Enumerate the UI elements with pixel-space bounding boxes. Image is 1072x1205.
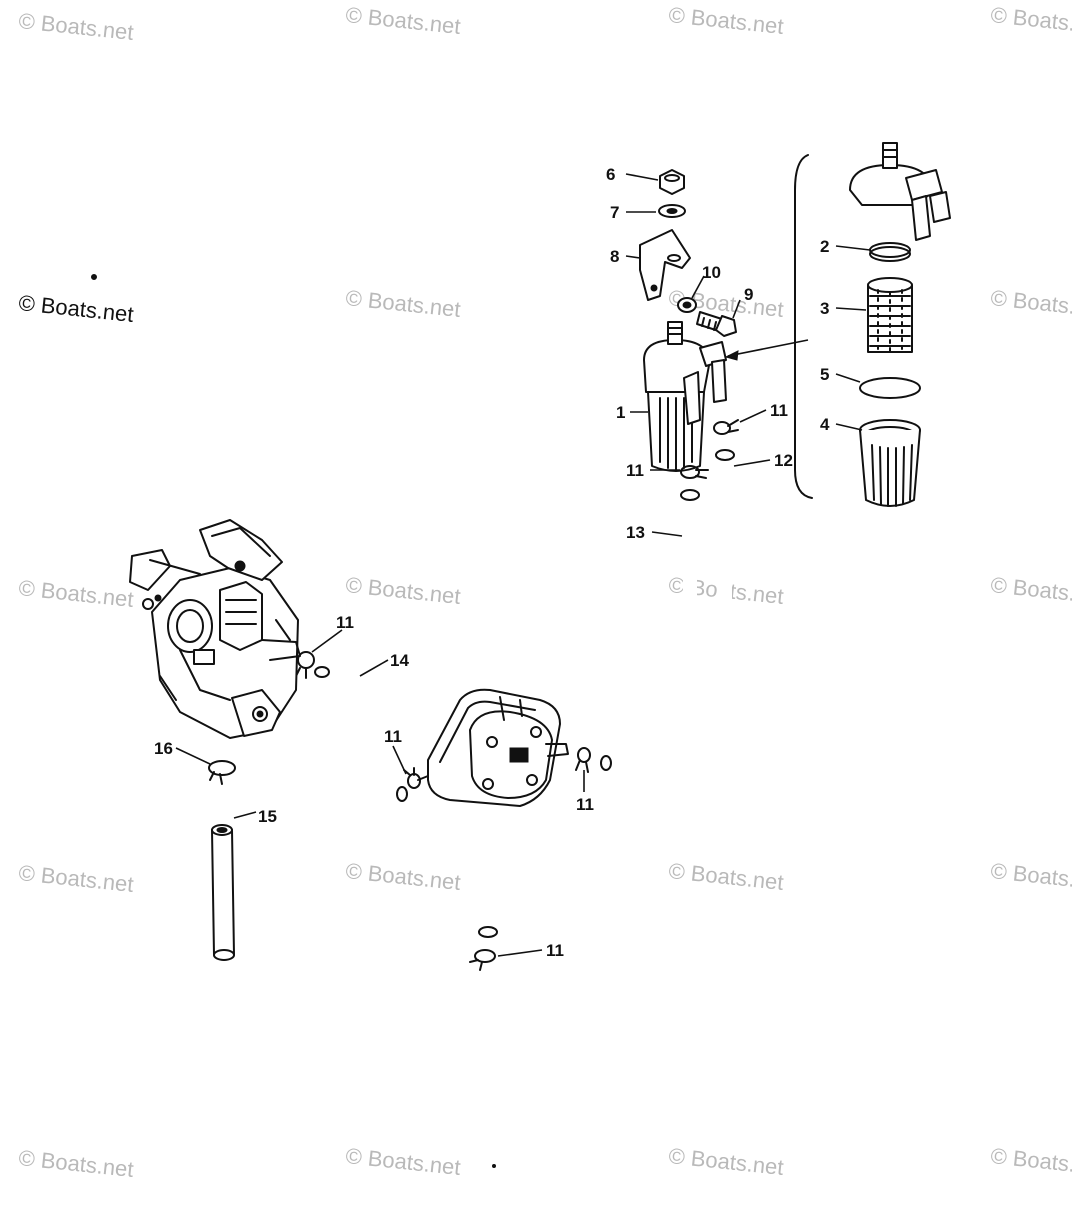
callout-16: 16: [154, 739, 173, 758]
callout-11: 11: [546, 941, 564, 960]
watermark: © Boats.net: [17, 8, 134, 45]
callout-12: 12: [774, 451, 793, 470]
watermark: © Boats.net: [667, 1143, 784, 1180]
filter-cover: [849, 142, 951, 241]
speck: [492, 1164, 496, 1168]
fuel-line-14: [279, 665, 407, 819]
callout-2: 2: [820, 237, 829, 256]
callout-10: 10: [702, 263, 721, 282]
mounting-bracket: [639, 229, 691, 301]
clamp: [403, 767, 421, 789]
fuel-line-14-end: [396, 786, 408, 802]
callout-15: 15: [258, 807, 277, 826]
watermark: © Boats.net: [989, 572, 1072, 609]
speck: [91, 274, 97, 280]
washer: [658, 204, 686, 218]
bracket-arrowhead: [724, 350, 739, 361]
fuel-line-13-end: [478, 926, 498, 938]
watermark: © Boats.net: [667, 858, 784, 895]
watermark-corner: © Boats.net: [17, 290, 134, 327]
callout-11: 11: [626, 461, 644, 480]
clamp: [575, 747, 591, 773]
callout-5: 5: [820, 365, 829, 384]
carburetor: [129, 519, 301, 739]
callout-6: 6: [606, 165, 615, 184]
gasket-small: [869, 242, 911, 262]
filter-bowl: [859, 419, 921, 507]
filter-element: [867, 277, 913, 353]
fuel-line-13: [481, 488, 697, 937]
fuel-pump: [417, 688, 569, 807]
watermark: © Boats.net: [344, 2, 461, 39]
callout-9: 9: [744, 285, 753, 304]
lock-washer: [677, 297, 697, 313]
callout-8: 8: [610, 247, 619, 266]
clamp-16: [208, 760, 236, 785]
group-bracket: [794, 154, 813, 499]
callout-3: 3: [820, 299, 829, 318]
watermark: © Boats.net: [17, 575, 134, 612]
nut: [659, 169, 685, 195]
watermark: © Boats.net: [344, 572, 461, 609]
watermark: © Boats.net: [17, 860, 134, 897]
fuel-line-12-end: [715, 449, 735, 461]
watermark: © Boats.net: [344, 858, 461, 895]
fuel-filter: [643, 321, 727, 472]
clamp: [713, 419, 739, 435]
fuel-line-12: [599, 448, 732, 769]
callout-11: 11: [770, 401, 788, 420]
bracket-pointer: [727, 339, 809, 357]
callout-13: 13: [626, 523, 645, 542]
watermark: © Boats.net: [989, 1143, 1072, 1180]
watermark: © Boats.net: [17, 1145, 134, 1182]
hose-15: [211, 824, 235, 961]
callout-11: 11: [336, 613, 354, 632]
watermark: © Boats.net: [344, 1143, 461, 1180]
callout-11: 11: [576, 795, 594, 814]
watermark: © Boats.net: [989, 285, 1072, 322]
clamp: [680, 465, 709, 479]
fuel-line-12-end: [600, 755, 612, 771]
fuel-line-13-end: [680, 489, 700, 501]
fuel-line-14-end: [314, 666, 330, 678]
callout-1: 1: [616, 403, 625, 422]
callout-11: 11: [384, 727, 402, 746]
o-ring: [859, 377, 921, 399]
screw: [696, 311, 737, 337]
callout-14: 14: [390, 651, 409, 670]
watermark: © Boats.net: [667, 2, 784, 39]
clamp: [469, 949, 496, 971]
watermark: © Boats.net: [344, 285, 461, 322]
watermark: © Boats.net: [989, 858, 1072, 895]
leader-lines: [175, 173, 871, 957]
watermark: © Boats.net: [989, 2, 1072, 39]
callouts: 6 7 8 10 9 1 11 11 12 13 2 3 5 4 11 14 1…: [154, 165, 830, 960]
callout-7: 7: [610, 203, 619, 222]
callout-4: 4: [820, 415, 830, 434]
